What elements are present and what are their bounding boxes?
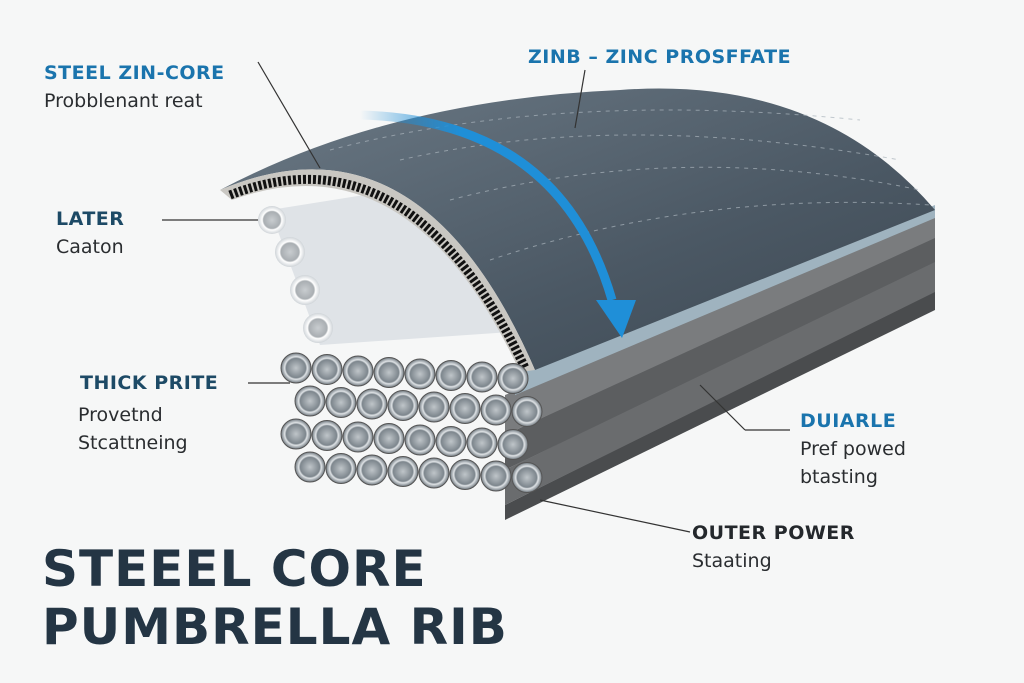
later-sub: Caaton [56, 236, 124, 258]
thick-prite-sub1: Provetnd [78, 404, 163, 426]
steel-tube [373, 423, 405, 454]
steel-tube [449, 459, 481, 490]
steel-tube [466, 361, 498, 393]
title-line-1: STEEEL CORE [42, 540, 427, 598]
steel-tube [480, 394, 512, 426]
steel-tube [511, 462, 543, 493]
duiarle-heading: DUIARLE [800, 410, 897, 432]
steel-tube [356, 388, 388, 420]
steel-zin-core-sub: Probblenant reat [44, 90, 203, 112]
steel-tube [294, 451, 326, 483]
steel-tube [404, 358, 436, 390]
steel-tube [404, 424, 436, 456]
steel-tube [466, 427, 498, 459]
steel-tube [342, 355, 374, 387]
steel-tube [294, 385, 326, 417]
outer-power-heading: OUTER POWER [692, 522, 855, 544]
steel-tube [435, 360, 467, 391]
steel-tube [342, 421, 374, 453]
steel-tube [311, 354, 343, 385]
steel-tube [511, 396, 543, 427]
zinc-heading: ZINB – ZINC PROSFFATE [528, 46, 792, 68]
thick-prite-tubes [280, 352, 543, 493]
steel-tube [418, 391, 450, 423]
duiarle-sub1: Pref powed [800, 438, 906, 460]
steel-tube [449, 393, 481, 424]
duiarle-sub2: btasting [800, 466, 878, 488]
steel-tube [311, 420, 343, 451]
steel-tube [418, 457, 450, 489]
outer-layers [505, 205, 935, 520]
thick-prite-heading: THICK PRITE [80, 372, 219, 394]
thick-prite-sub2: Stcattneing [78, 432, 188, 454]
steel-tube [325, 453, 357, 484]
steel-tube [373, 357, 405, 388]
later-heading: LATER [56, 208, 125, 230]
steel-tube [387, 456, 419, 487]
arrow-icon [359, 110, 636, 338]
title-line-2: PUMBRELLA RIB [42, 598, 508, 656]
steel-tube [497, 429, 529, 460]
steel-tube [387, 390, 419, 421]
steel-tube [435, 426, 467, 457]
steel-tube [325, 387, 357, 418]
steel-tube [280, 418, 312, 450]
steel-tube [497, 363, 529, 394]
steel-tube [480, 460, 512, 492]
steel-tube [280, 352, 312, 384]
outer-power-sub: Staating [692, 550, 772, 572]
leader-lines [162, 61, 790, 533]
page-title: STEEEL CORE PUMBRELLA RIB [42, 540, 508, 656]
steel-tube [356, 454, 388, 486]
steel-zin-core-heading: STEEL ZIN-CORE [44, 62, 225, 84]
